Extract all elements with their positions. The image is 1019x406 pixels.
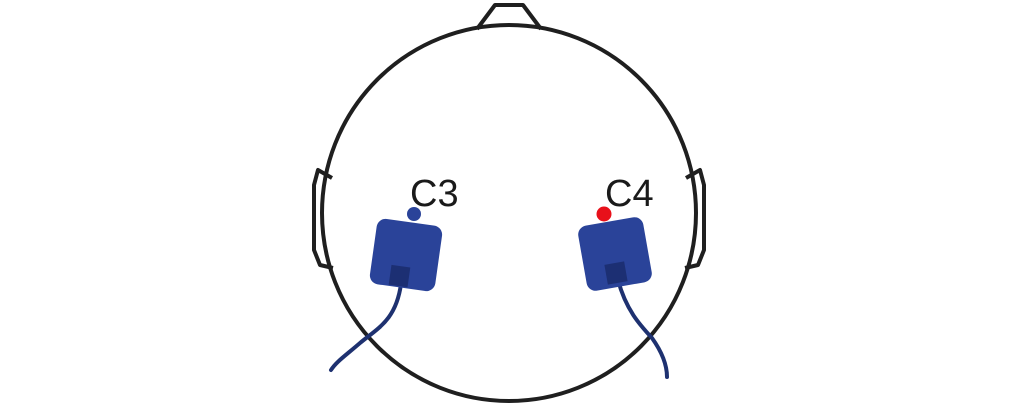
left-pad-cable: [329, 282, 403, 372]
left-pad-body: [369, 218, 443, 292]
right-stimulation-pad: [578, 217, 652, 291]
right-pad-cable: [616, 278, 669, 379]
electrode-label-c3: C3: [410, 173, 459, 215]
electrode-dot-c4: [596, 206, 612, 222]
nose: [475, 3, 543, 31]
electrode-label-c4: C4: [605, 173, 654, 215]
left-ear: [312, 168, 334, 270]
left-pad-connector: [388, 264, 411, 288]
right-pad-body: [578, 217, 652, 291]
right-pad-connector: [604, 261, 628, 285]
left-stimulation-pad: [369, 218, 443, 292]
head-outline: [320, 23, 698, 403]
right-ear: [684, 168, 706, 270]
electrode-dot-c3: [407, 207, 421, 221]
